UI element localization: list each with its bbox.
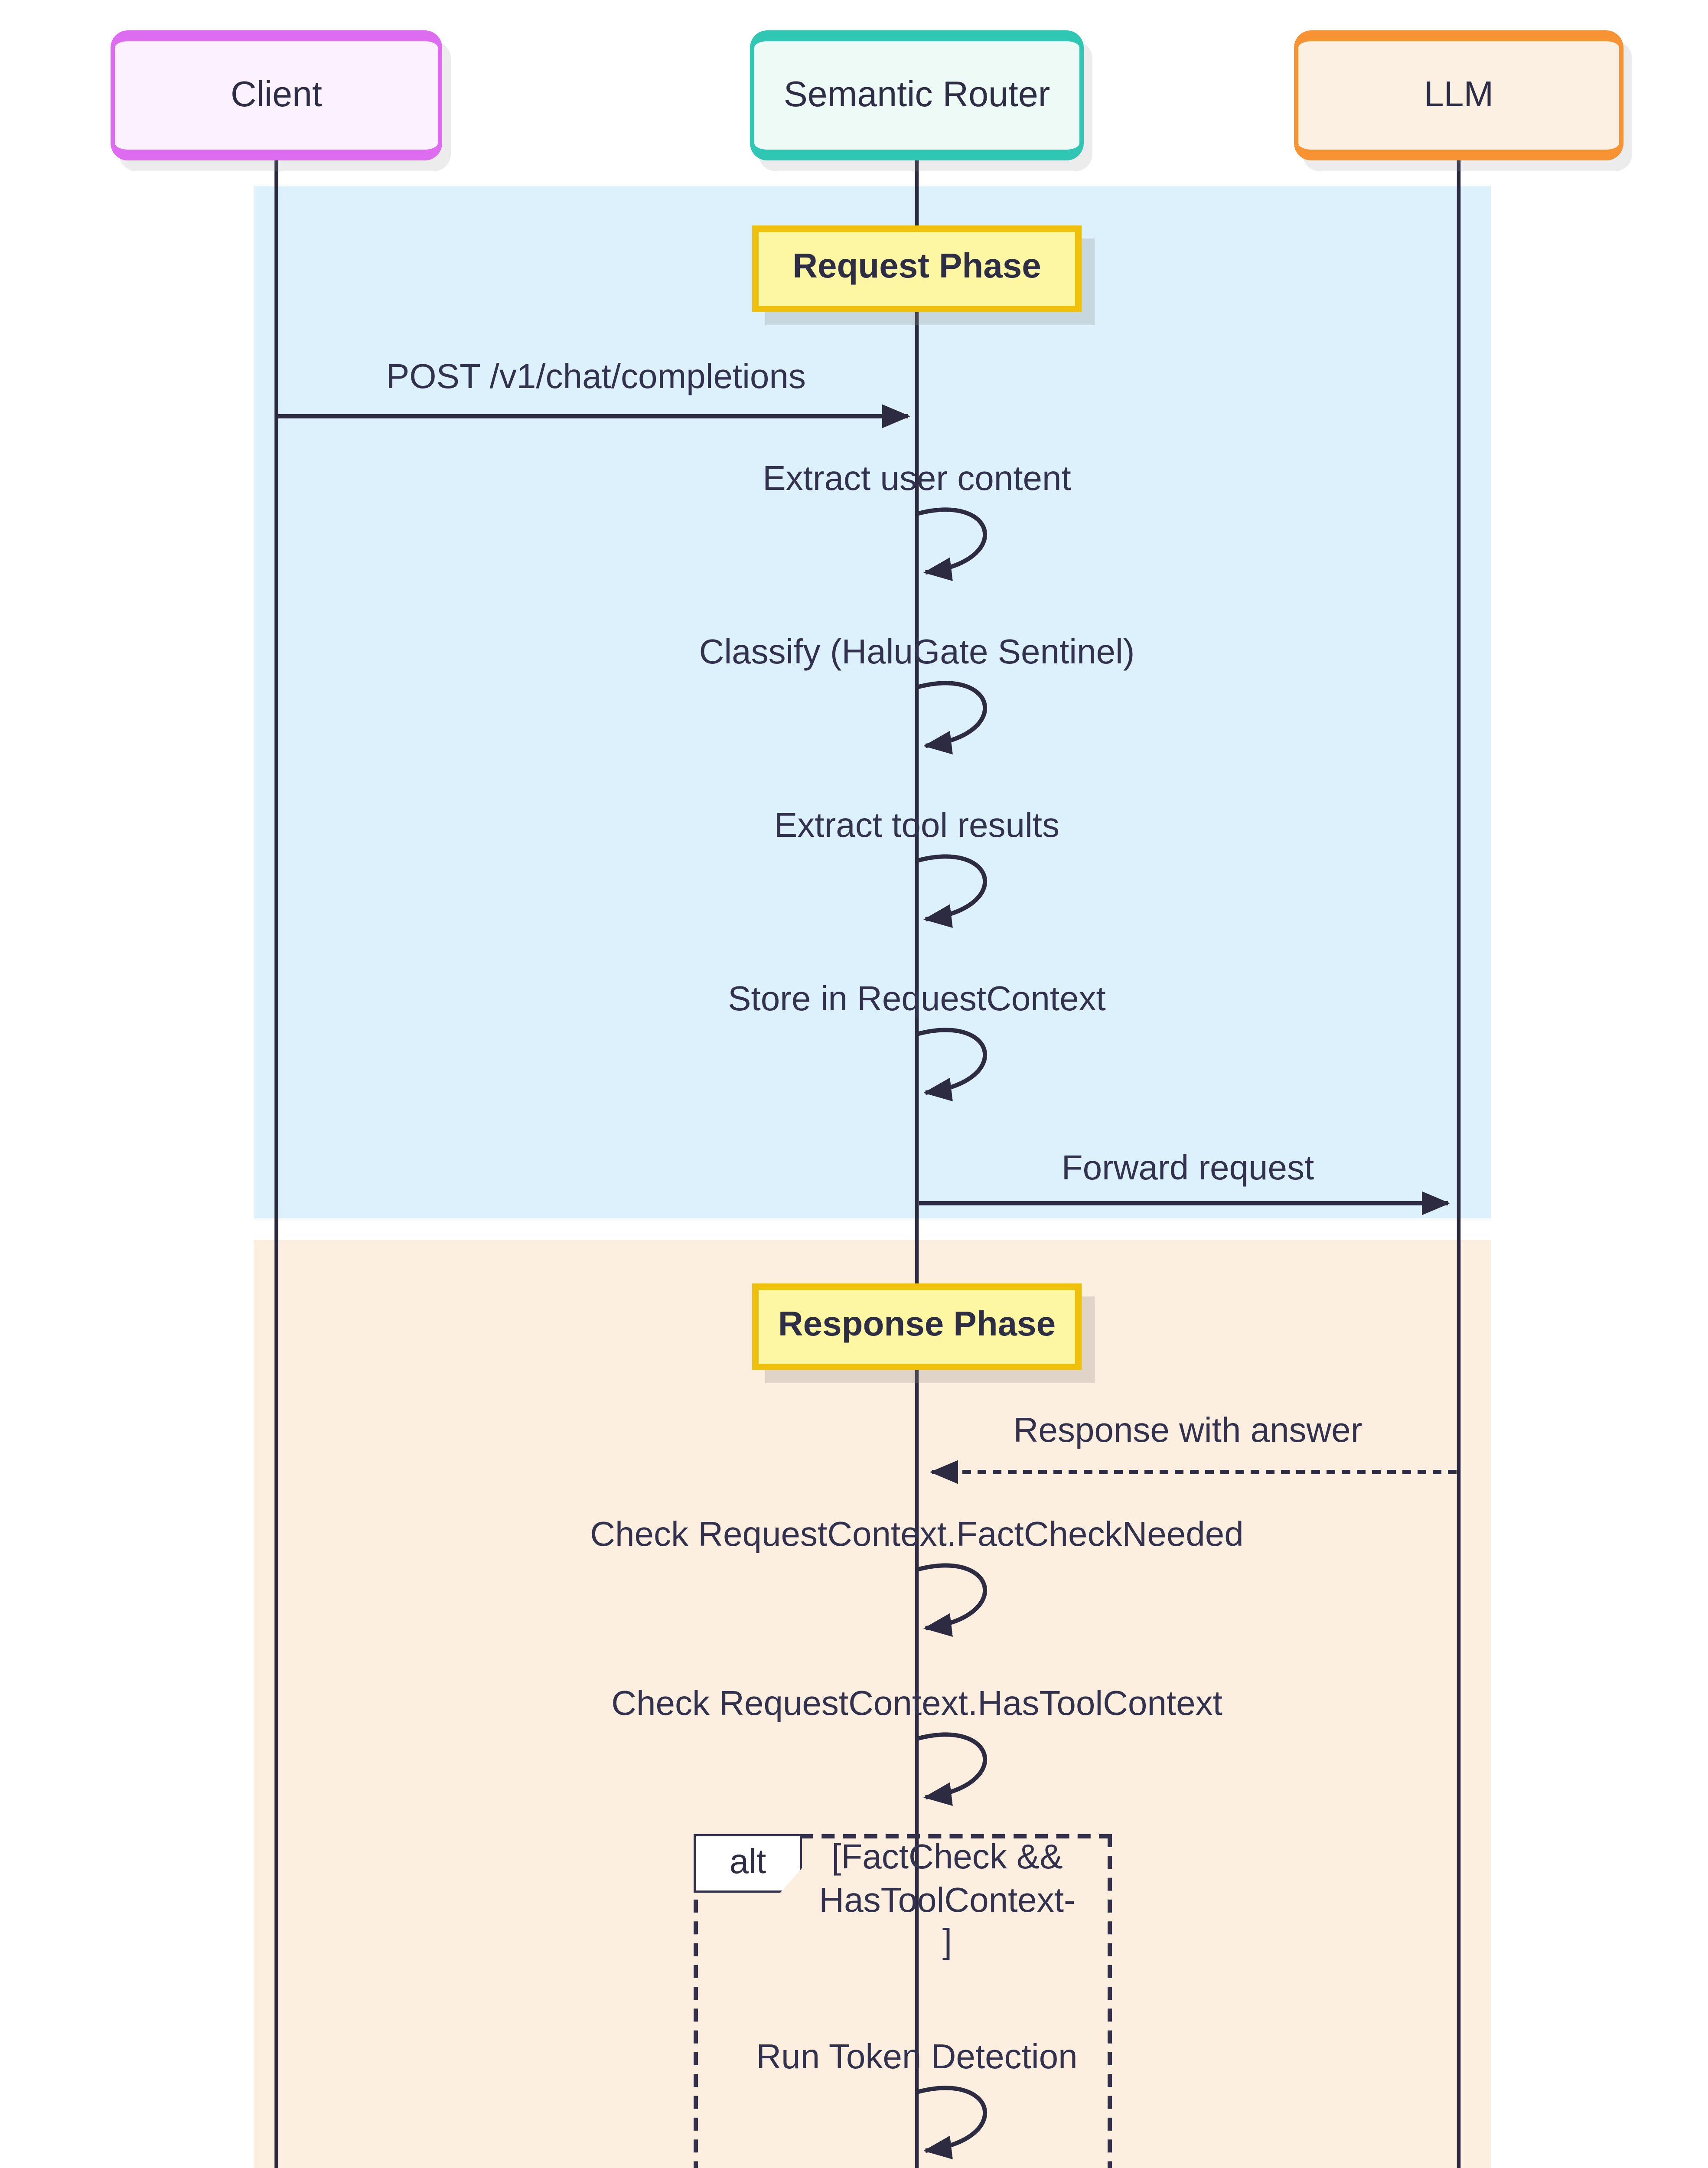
message-post-request: POST /v1/chat/completions: [386, 360, 806, 397]
actor-semantic-router-label: Semantic Router: [783, 75, 1050, 114]
request-phase-note-label: Request Phase: [792, 249, 1041, 286]
message-classify: Classify (HaluGate Sentinel): [699, 635, 1135, 672]
alt-operator-label: alt: [694, 1834, 802, 1893]
message-extract-user-content: Extract user content: [763, 462, 1071, 499]
actor-client-top: Client: [111, 30, 442, 160]
message-forward-request: Forward request: [1061, 1151, 1314, 1188]
response-phase-note: Response Phase: [752, 1283, 1082, 1370]
message-run-token-detection: Run Token Detection: [756, 2040, 1078, 2077]
message-extract-tool-results: Extract tool results: [774, 809, 1060, 846]
alt-condition-1-line2: HasToolContext-: [819, 1882, 1076, 1920]
alt-operator-text: alt: [729, 1844, 766, 1881]
alt-condition-1: [FactCheck && HasToolContext- ]: [819, 1838, 1075, 1965]
actor-llm-label: LLM: [1424, 75, 1494, 114]
message-check-hastoolcontext: Check RequestContext.HasToolContext: [611, 1687, 1222, 1724]
alt-fragment-frame: [694, 1834, 1112, 2168]
alt-condition-1-line3: ]: [942, 1924, 952, 1962]
message-response-with-answer: Response with answer: [1013, 1414, 1362, 1450]
message-store-requestcontext: Store in RequestContext: [728, 982, 1106, 1019]
actor-llm-top: LLM: [1294, 30, 1623, 160]
response-phase-note-label: Response Phase: [778, 1307, 1056, 1344]
actor-semantic-router-top: Semantic Router: [750, 30, 1084, 160]
request-phase-note: Request Phase: [752, 225, 1082, 312]
actor-client-label: Client: [231, 75, 322, 114]
alt-condition-1-line1: [FactCheck &&: [831, 1840, 1063, 1877]
request-phase-band: [254, 186, 1491, 1218]
message-check-factcheckneeded: Check RequestContext.FactCheckNeeded: [590, 1518, 1244, 1554]
response-phase-band: [254, 1240, 1491, 2168]
